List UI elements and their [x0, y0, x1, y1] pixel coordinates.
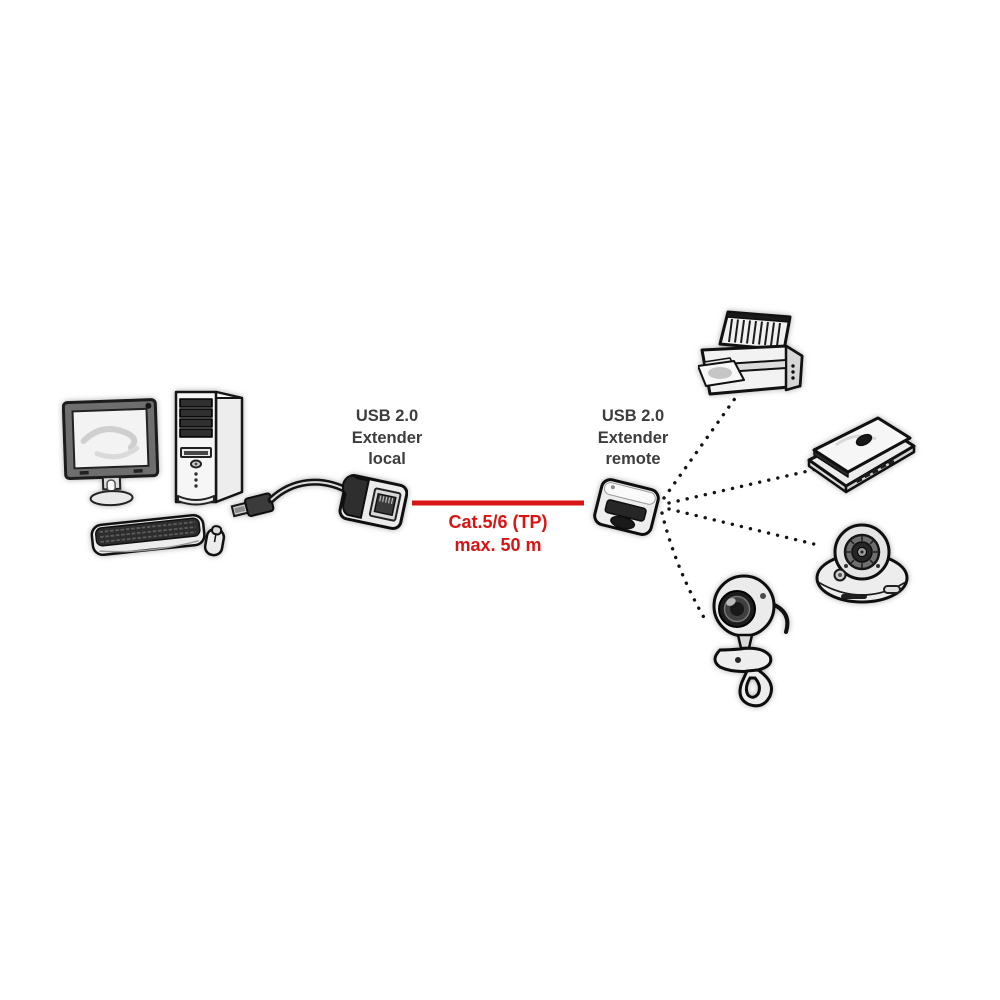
dotted-link-scanner	[667, 464, 832, 505]
tower-pc-illustration	[170, 384, 248, 510]
scanner-illustration	[806, 410, 918, 496]
extender-local-line2: Extender	[351, 428, 423, 447]
extender-local-label: USB 2.0 Extender local	[352, 406, 423, 471]
extender-remote-label: USB 2.0 Extender remote	[598, 406, 669, 471]
cat5-cable-label-line2: max. 50 m	[454, 535, 542, 555]
dotted-link-printer	[662, 395, 738, 500]
usb-extender-remote-illustration	[590, 476, 662, 542]
webcam-illustration	[700, 570, 796, 710]
extender-local-line3: local	[368, 450, 406, 468]
cat5-cable-label-line1: Cat.5/6 (TP)	[448, 512, 548, 532]
usb-extender-local-illustration	[230, 472, 409, 534]
extender-remote-line3: remote	[605, 450, 661, 468]
extender-local-line1: USB 2.0	[355, 407, 419, 425]
dome-camera-illustration	[814, 514, 910, 608]
usb-plug	[230, 492, 275, 518]
dotted-link-dome-camera	[667, 507, 824, 548]
extender-local-box	[338, 474, 409, 531]
extender-remote-line1: USB 2.0	[601, 407, 665, 425]
monitor-illustration	[61, 398, 166, 508]
monitor-power-led	[145, 402, 152, 409]
printer-illustration	[697, 310, 810, 404]
keyboard-illustration	[90, 513, 206, 557]
keyboard-mouse-illustration	[88, 502, 228, 562]
extender-remote-line2: Extender	[597, 428, 669, 447]
cat5-cable-label: Cat.5/6 (TP) max. 50 m	[448, 511, 547, 557]
mouse-illustration	[203, 525, 226, 557]
